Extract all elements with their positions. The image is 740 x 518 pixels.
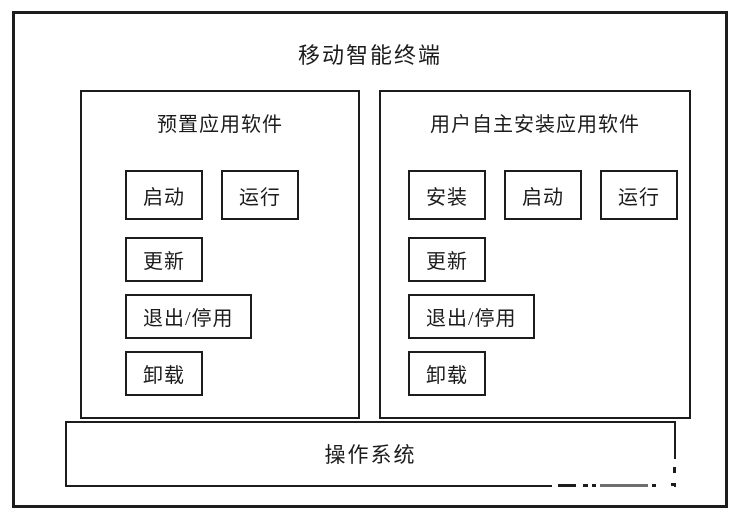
border-dash xyxy=(671,483,676,486)
preinstalled-apps-header: 预置应用软件 xyxy=(157,114,283,136)
preinstalled-apps-actions: 启动 运行 更新 退出/停用 卸载 xyxy=(125,170,358,396)
action-row: 退出/停用 xyxy=(408,294,689,339)
action-row: 更新 xyxy=(408,237,689,282)
action-row: 退出/停用 xyxy=(125,294,358,339)
user-install-box: 安装 xyxy=(408,170,486,220)
border-dash xyxy=(652,484,656,487)
diagram-title: 移动智能终端 xyxy=(297,43,442,68)
border-dash xyxy=(558,484,576,487)
user-exit-disable-box: 退出/停用 xyxy=(408,294,535,339)
user-installed-apps-panel: 用户自主安装应用软件 安装 启动 运行 更新 退出/停用 卸载 xyxy=(379,90,691,419)
preinstalled-apps-panel: 预置应用软件 启动 运行 更新 退出/停用 卸载 xyxy=(80,90,360,419)
preinstalled-exit-disable-box: 退出/停用 xyxy=(125,294,252,339)
action-row: 更新 xyxy=(125,237,358,282)
user-uninstall-box: 卸载 xyxy=(408,351,486,396)
border-dash xyxy=(600,484,648,487)
user-installed-apps-actions: 安装 启动 运行 更新 退出/停用 卸载 xyxy=(408,170,689,396)
action-row: 卸载 xyxy=(125,351,358,396)
action-row: 卸载 xyxy=(408,351,689,396)
user-installed-apps-header: 用户自主安装应用软件 xyxy=(430,114,640,136)
preinstalled-uninstall-box: 卸载 xyxy=(125,351,203,396)
border-dash xyxy=(592,484,596,487)
border-dash xyxy=(673,467,676,473)
user-run-box: 运行 xyxy=(600,170,678,220)
preinstalled-start-box: 启动 xyxy=(125,170,203,220)
user-start-box: 启动 xyxy=(504,170,582,220)
preinstalled-run-box: 运行 xyxy=(221,170,299,220)
border-dash xyxy=(583,484,588,487)
action-row: 启动 运行 xyxy=(125,170,358,220)
user-update-box: 更新 xyxy=(408,237,486,282)
operating-system-label: 操作系统 xyxy=(324,443,417,467)
action-row: 安装 启动 运行 xyxy=(408,170,689,220)
preinstalled-update-box: 更新 xyxy=(125,237,203,282)
operating-system-box: 操作系统 xyxy=(65,421,676,487)
